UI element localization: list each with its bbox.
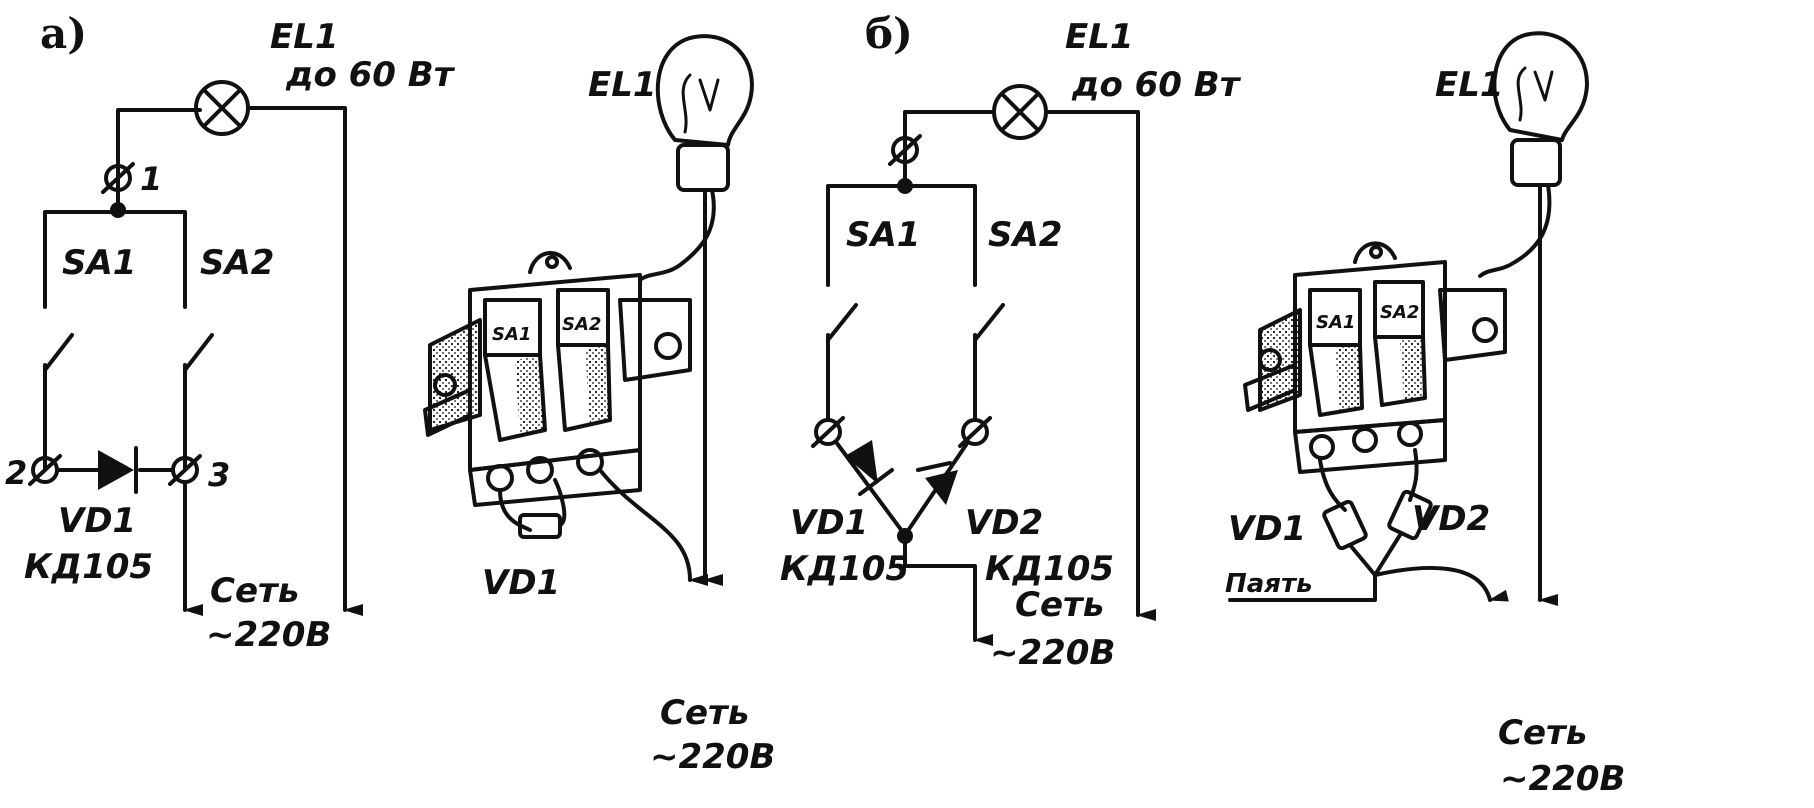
switch2-label-a: SA2 [200,243,274,283]
terminal2-label: 2 [5,454,27,492]
switch1-key-a: SA1 [492,324,531,345]
diode-symbol-icon [1322,489,1433,551]
mains-line2-a-pic: ~220В [650,737,775,777]
mains-line1-b: Сеть [1015,585,1104,625]
lamp-symbol-icon [992,84,1048,140]
diode1-label-a: VD1 [58,501,136,541]
diode-type-b2: КД105 [985,549,1114,589]
terminal-symbol-icon [958,416,992,448]
switch2-key-a: SA2 [562,314,601,335]
panel-b-picture: EL1 SA1 [1225,31,1625,799]
mains-line1-a-pic: Сеть [660,693,749,733]
diode1-label-b: VD1 [790,503,868,543]
diode-type-b1: КД105 [780,549,909,589]
lamp-label-b-pic: EL1 [1435,65,1504,105]
diode-type-a: КД105 [24,547,153,587]
mains-line2-b: ~220В [990,633,1115,673]
light-bulb-icon [1492,31,1589,187]
diode-symbol-icon [845,440,894,496]
terminal1-label: 1 [140,160,162,198]
switch2-key-b: SA2 [1380,302,1419,323]
switch1-label-b: SA1 [846,215,920,255]
solder-label: Паять [1225,569,1313,599]
diode1-label-b-pic: VD1 [1228,509,1306,549]
switch1-label-a: SA1 [62,243,136,283]
diode-symbol-icon [98,446,138,494]
mains-line1-a: Сеть [210,571,299,611]
terminal3-label: 3 [208,456,230,494]
light-bulb-icon [655,34,754,192]
mains-line2-a: ~220В [206,615,331,655]
lamp-label-b: EL1 [1065,17,1134,57]
mains-line1-b-pic: Сеть [1498,713,1587,753]
panel-b-letter: б) [865,9,913,58]
switch1-key-b: SA1 [1316,312,1355,333]
switch2-label-b: SA2 [988,215,1062,255]
lamp-power-b: до 60 Вт [1071,65,1242,105]
terminal-symbol-icon [811,416,845,448]
lamp-label-a-pic: EL1 [588,65,657,105]
lamp-power-a: до 60 Вт [285,55,456,95]
lamp-symbol-icon [194,80,250,136]
panel-a-letter: а) [40,9,87,58]
mains-line2-b-pic: ~220В [1500,759,1625,799]
diode1-label-a-pic: VD1 [482,563,560,603]
double-switch-icon [423,250,692,507]
panel-b: б) EL1 до 60 Вт SA1 SA2 [780,9,1242,673]
diode-symbol-icon [916,461,958,505]
diode2-label-b-pic: VD2 [1412,499,1490,539]
panel-a-picture: EL1 SA1 [423,34,775,777]
diode2-label-b: VD2 [965,503,1043,543]
double-switch-icon [1243,241,1507,474]
panel-a: а) EL1 до 60 Вт 1 SA1 SA2 [5,9,456,655]
lamp-label-a: EL1 [270,17,339,57]
